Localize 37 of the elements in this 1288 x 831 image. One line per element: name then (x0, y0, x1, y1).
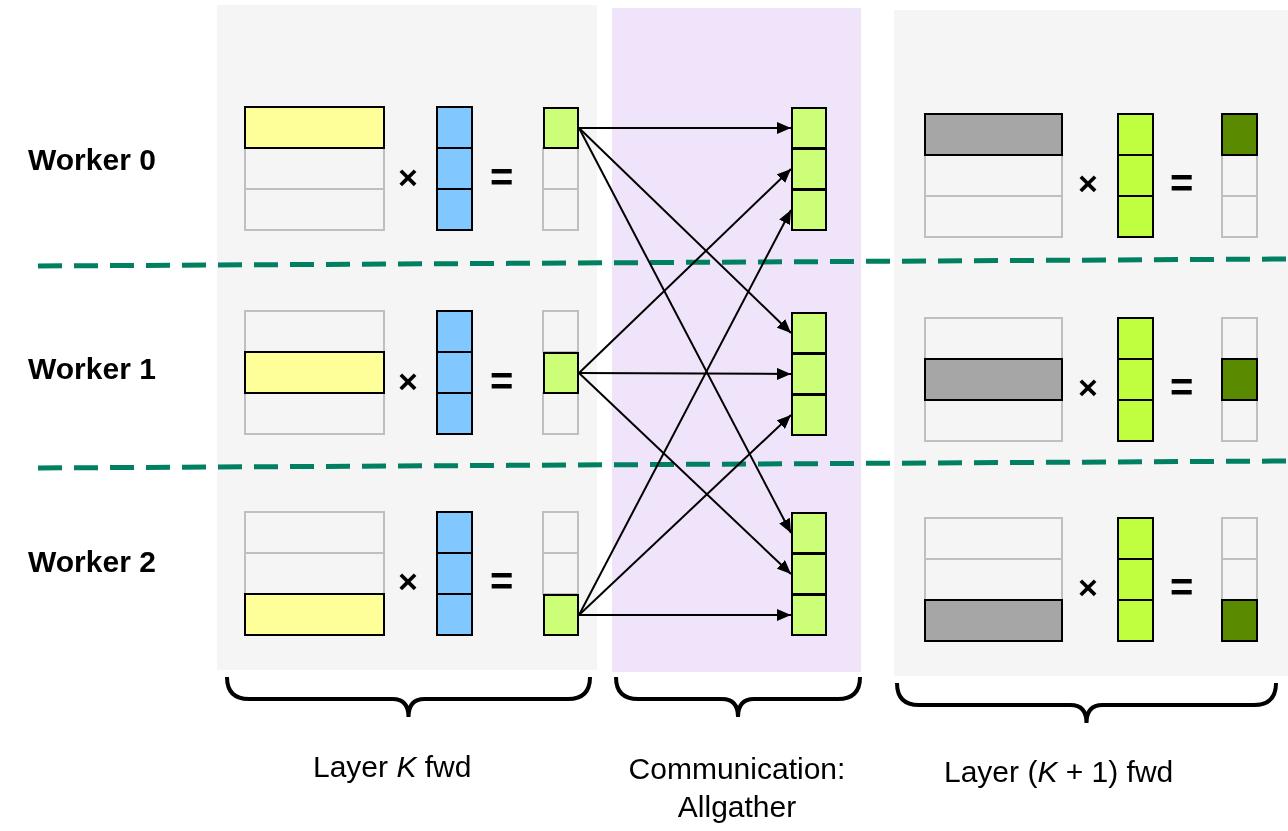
panel-caption: Layer (K + 1) fwd (944, 755, 1174, 789)
panel-caption: Communication: Allgather (627, 751, 847, 825)
vector-cell (791, 189, 827, 231)
equals-sign: = (490, 559, 514, 604)
vector-cell (791, 594, 827, 636)
vector-cell (791, 553, 827, 595)
vector-cell (791, 353, 827, 395)
worker-label: Worker 1 (28, 352, 156, 386)
vector-cell (543, 352, 579, 394)
equals-sign: = (1170, 565, 1194, 610)
arrow (578, 609, 792, 621)
vector-cell (543, 107, 579, 149)
times-sign: × (1078, 164, 1098, 203)
worker-label: Worker 0 (28, 143, 156, 177)
times-sign: × (398, 362, 418, 401)
arrow (578, 367, 792, 380)
arrow (578, 168, 792, 374)
times-sign: × (1078, 568, 1098, 607)
vector-cell (791, 148, 827, 190)
equals-sign: = (490, 155, 514, 200)
vector-cell (791, 512, 827, 554)
vector-cell (791, 107, 827, 149)
equals-sign: = (1170, 365, 1194, 410)
vector-cell (543, 594, 579, 636)
vector-cell (791, 394, 827, 436)
arrow (578, 127, 792, 334)
arrow (578, 414, 792, 616)
equals-sign: = (490, 359, 514, 404)
times-sign: × (398, 158, 418, 197)
arrow (578, 122, 792, 134)
equals-sign: = (1170, 161, 1194, 206)
times-sign: × (1078, 368, 1098, 407)
times-sign: × (398, 562, 418, 601)
panel-caption: Layer K fwd (313, 750, 472, 784)
arrow (578, 372, 792, 575)
vector-cell (791, 312, 827, 354)
worker-label: Worker 2 (28, 545, 156, 579)
